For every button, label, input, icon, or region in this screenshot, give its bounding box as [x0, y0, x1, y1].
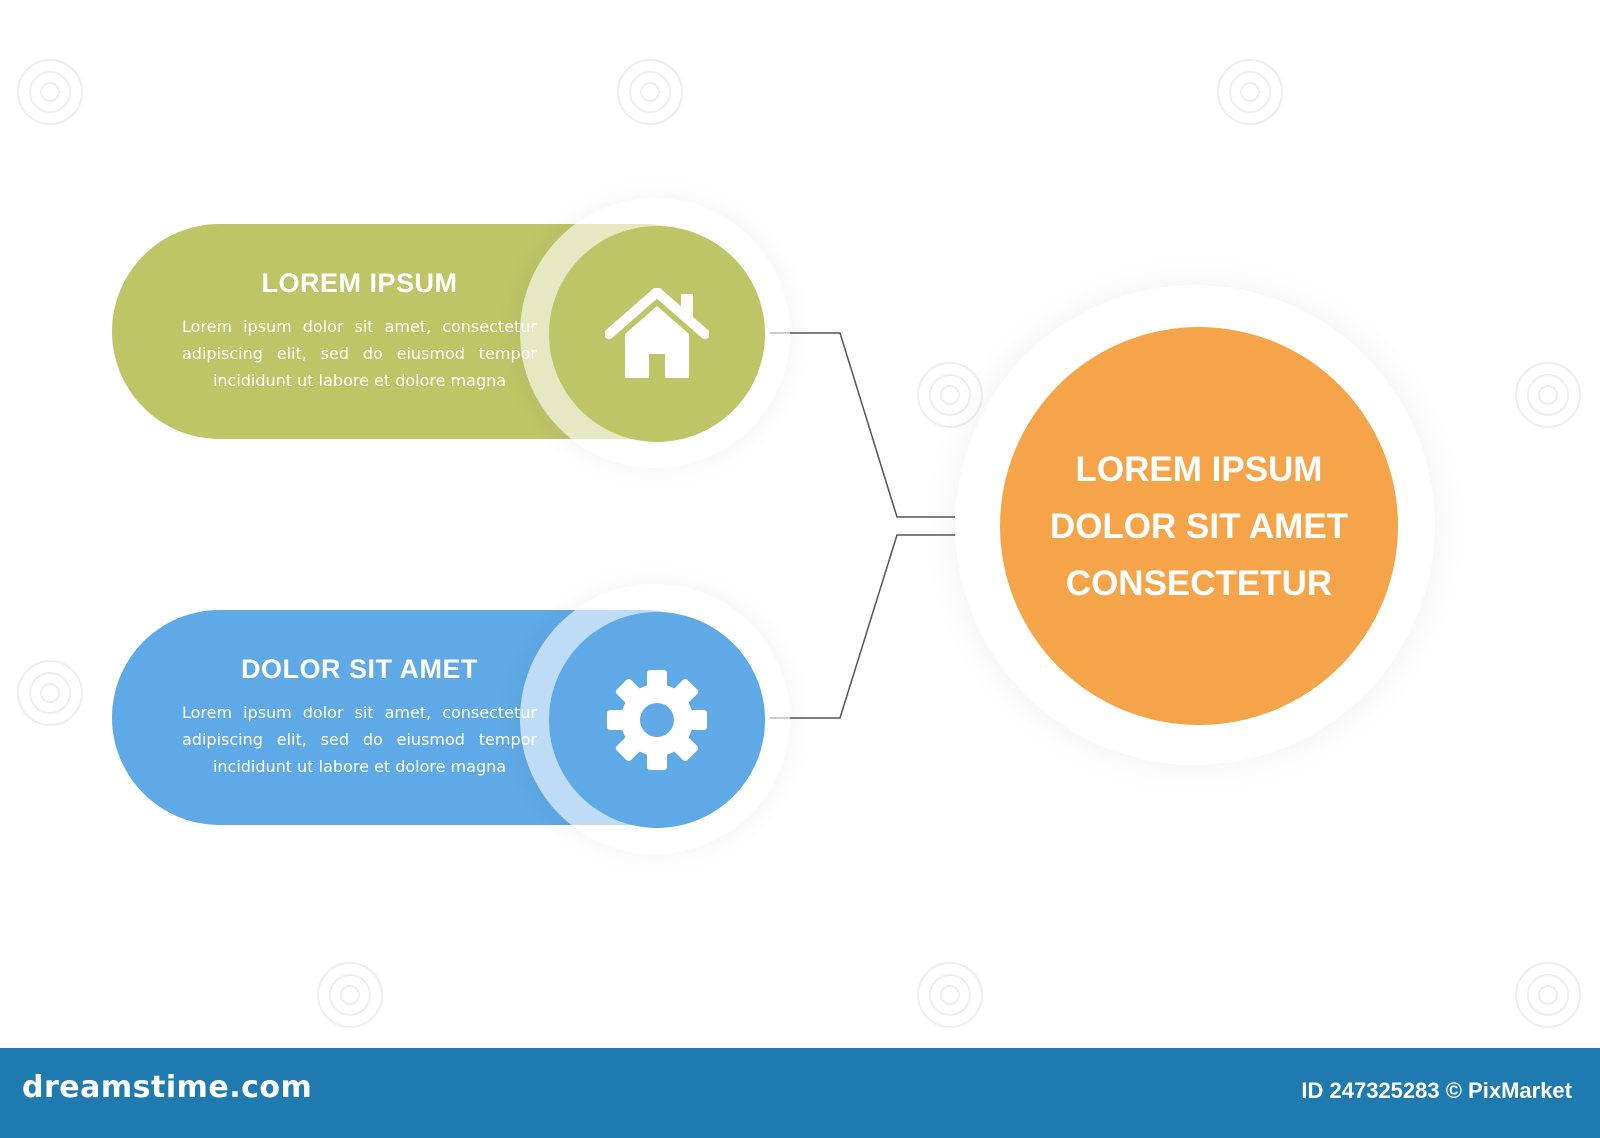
card-title: LOREM IPSUM: [261, 268, 458, 298]
icon-circle-home: [549, 226, 765, 442]
icon-circle-gear: [549, 612, 765, 828]
hub-circle: LOREM IPSUM DOLOR SIT AMET CONSECTETUR: [1000, 327, 1398, 725]
footer-bar: dreamstime.com ID 247325283 © PixMarket: [0, 1048, 1600, 1138]
card-title: DOLOR SIT AMET: [241, 654, 478, 684]
hub-line-1: LOREM IPSUM: [1075, 449, 1323, 489]
card-body: Lorem ipsum dolor sit amet, consectetur …: [182, 317, 537, 390]
house-icon: [605, 288, 709, 378]
card-text: LOREM IPSUM Lorem ipsum dolor sit amet, …: [162, 268, 557, 394]
card-body: Lorem ipsum dolor sit amet, consectetur …: [182, 703, 537, 776]
watermark-pattern: [17, 59, 1581, 1028]
infographic: LOREM IPSUM Lorem ipsum dolor sit amet, …: [17, 59, 1581, 1028]
footer-brand: dreamstime.com: [22, 1070, 313, 1105]
connector-lines: [770, 332, 998, 719]
gear-icon: [607, 670, 707, 770]
hub-line-2: DOLOR SIT AMET: [1049, 506, 1349, 546]
card-text: DOLOR SIT AMET Lorem ipsum dolor sit ame…: [162, 654, 557, 780]
footer-image-id: ID 247325283 © PixMarket: [1301, 1078, 1572, 1103]
connector-bottom: [770, 534, 998, 719]
connector-top: [770, 332, 998, 518]
hub-line-3: CONSECTETUR: [1065, 563, 1333, 603]
